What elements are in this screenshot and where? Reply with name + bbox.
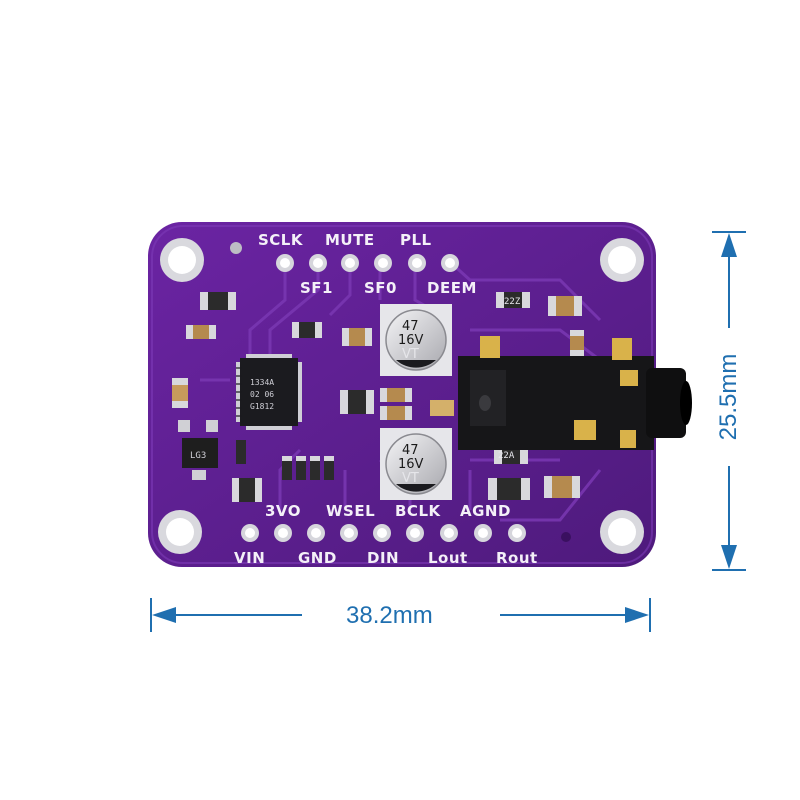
mounting-hole-top-right bbox=[600, 238, 644, 282]
cap-value: 47 bbox=[402, 319, 419, 334]
electrolytic-capacitor-top: 47 16V VT bbox=[380, 304, 452, 376]
passive-component bbox=[292, 322, 322, 338]
passive-component bbox=[232, 478, 262, 502]
cap-series: VT bbox=[402, 471, 419, 486]
passive-component bbox=[488, 478, 530, 500]
pin-label-wsel: WSEL bbox=[326, 502, 376, 520]
regulator-marking: LG3 bbox=[190, 451, 206, 461]
pin-label-din: DIN bbox=[367, 549, 400, 567]
passive-component bbox=[310, 456, 320, 480]
cap-value: 47 bbox=[402, 443, 419, 458]
fiducial-mark bbox=[230, 242, 242, 254]
width-dimension-label: 38.2mm bbox=[346, 602, 433, 629]
passive-component bbox=[430, 400, 454, 416]
mounting-hole-top-left bbox=[160, 238, 204, 282]
passive-component bbox=[496, 292, 530, 308]
pin-label-mute: MUTE bbox=[325, 231, 375, 249]
pin-label-agnd: AGND bbox=[460, 502, 511, 520]
component-label: 22Z bbox=[504, 297, 521, 307]
passive-component bbox=[186, 325, 216, 339]
chip-marking-line-1: 1334A bbox=[250, 378, 274, 387]
passive-component bbox=[172, 378, 188, 408]
passive-component bbox=[570, 330, 584, 356]
passive-component bbox=[380, 406, 412, 420]
voltage-regulator: LG3 bbox=[178, 420, 218, 480]
passive-component bbox=[236, 440, 246, 464]
passive-component bbox=[548, 296, 582, 316]
pin-label-deem: DEEM bbox=[427, 279, 477, 297]
pin-label-sf0: SF0 bbox=[364, 279, 397, 297]
passive-component bbox=[494, 446, 528, 464]
cap-voltage: 16V bbox=[398, 333, 424, 348]
pin-label-sf1: SF1 bbox=[300, 279, 333, 297]
pin-label-gnd: GND bbox=[298, 549, 337, 567]
dac-ic-chip: 1334A 02 06 G1812 bbox=[236, 354, 302, 430]
passive-component bbox=[380, 388, 412, 402]
pin-label-sclk: SCLK bbox=[258, 231, 303, 249]
passive-component bbox=[340, 390, 374, 414]
passive-component bbox=[296, 456, 306, 480]
mounting-hole-bottom-right bbox=[600, 510, 644, 554]
passive-component bbox=[324, 456, 334, 480]
pin-label-bclk: BCLK bbox=[395, 502, 441, 520]
passive-component bbox=[544, 476, 580, 498]
mounting-holes bbox=[158, 238, 644, 554]
bottom-header-pads bbox=[241, 524, 526, 542]
chip-marking-line-2: 02 06 bbox=[250, 390, 274, 399]
fiducial-mark bbox=[561, 532, 571, 542]
chip-marking-line-3: G1812 bbox=[250, 402, 274, 411]
pin-label-rout: Rout bbox=[496, 549, 538, 567]
mounting-hole-bottom-left bbox=[158, 510, 202, 554]
electrolytic-capacitor-bottom: 47 16V VT bbox=[380, 428, 452, 500]
pin-label-vin: VIN bbox=[234, 549, 266, 567]
cap-voltage: 16V bbox=[398, 457, 424, 472]
top-header-pads bbox=[276, 254, 459, 272]
pin-label-3vo: 3VO bbox=[265, 502, 302, 520]
passive-component bbox=[200, 292, 236, 310]
cap-series: VT bbox=[402, 347, 419, 362]
passive-component bbox=[342, 328, 372, 346]
height-dimension-label: 25.5mm bbox=[715, 353, 742, 441]
audio-jack-connector bbox=[458, 336, 692, 450]
passive-component bbox=[282, 456, 292, 480]
component-label: 22A bbox=[498, 451, 515, 461]
pin-label-pll: PLL bbox=[400, 231, 432, 249]
pin-label-lout: Lout bbox=[428, 549, 468, 567]
smd-components bbox=[172, 292, 584, 502]
